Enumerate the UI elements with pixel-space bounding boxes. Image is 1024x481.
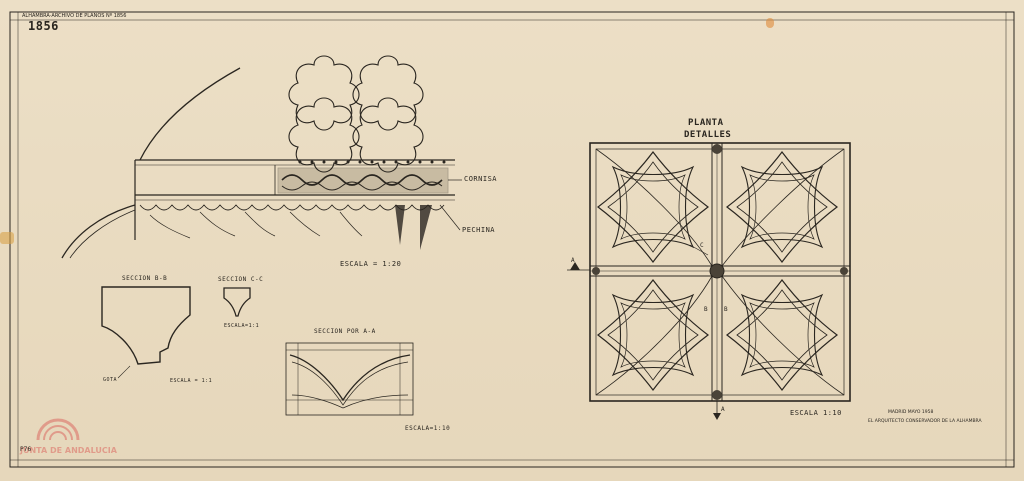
- label-pechina: PECHINA: [462, 226, 496, 234]
- marker-b-left: B: [704, 306, 709, 313]
- label-gota: GOTA: [103, 377, 118, 383]
- archive-stamp: JUNTA DE ANDALUCIA: [18, 400, 117, 462]
- label-escala-bb: ESCALA = 1:1: [170, 378, 213, 384]
- label-escala-planta: ESCALA 1:10: [790, 409, 842, 417]
- stamp-text: JUNTA DE ANDALUCIA: [20, 446, 117, 455]
- archive-number: 1856: [28, 19, 59, 33]
- detalles-title: DETALLES: [684, 130, 732, 140]
- label-cornisa: CORNISA: [464, 175, 498, 183]
- marker-a-left: A: [571, 257, 576, 264]
- label-escala-aa: ESCALA=1:10: [405, 425, 451, 432]
- label-seccion-cc: SECCION C-C: [218, 276, 264, 283]
- small-ref: P76: [20, 446, 32, 453]
- paper-stain: [0, 232, 14, 244]
- marker-c: C: [700, 242, 705, 249]
- label-escala-main: ESCALA = 1:20: [340, 260, 402, 268]
- marker-a-bottom: A: [721, 406, 726, 413]
- planta-title: PLANTA: [688, 118, 724, 128]
- label-escala-cc: ESCALA=1:1: [224, 323, 260, 329]
- firma-line: EL ARQUITECTO CONSERVADOR DE LA ALHAMBRA: [868, 419, 982, 424]
- marker-b-right: B: [724, 306, 729, 313]
- archive-header-line: ALHAMBRA·ARCHIVO DE PLANOS Nº 1856: [22, 13, 127, 19]
- paper-stain: [766, 18, 774, 28]
- stamp-emblem-icon: [36, 418, 80, 441]
- label-seccion-aa: SECCION POR A-A: [314, 328, 376, 335]
- fecha-line: MADRID MAYO 1958: [888, 410, 934, 415]
- label-seccion-bb: SECCION B-B: [122, 275, 168, 282]
